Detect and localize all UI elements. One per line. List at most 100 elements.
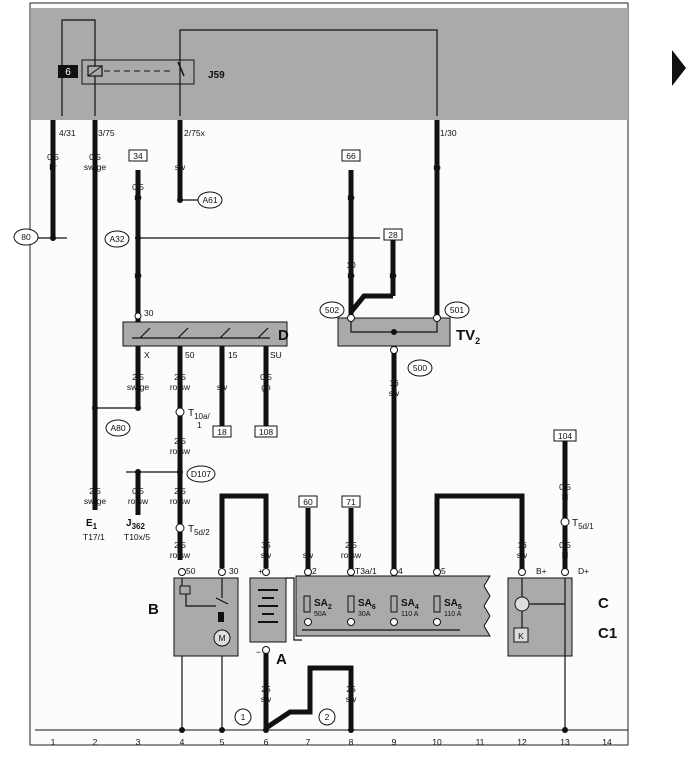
junction-x [135,405,141,411]
wsu-size: 0.5 [260,372,272,382]
node-a61: A61 [202,195,217,205]
conn-t5d2: T5d/2 [188,524,210,537]
relay-pin-1: 4/31 [59,128,76,138]
wtv500-color: sw [389,388,400,398]
switch-pin-50: 50 [185,350,195,360]
conn-e1: E1 [86,518,98,531]
ref-28-box [383,228,403,241]
track-number-13: 13 [560,737,570,747]
wb-color: sw [517,550,528,560]
w3-size: 6 [178,152,183,162]
switch-contact-4 [257,327,269,339]
wire-labels: 0.5 br 0.5 sw/ge 6 sw 6 ro 0.5 ro 6 ro 1… [47,152,571,704]
wg1-color: sw [261,694,272,704]
wt5d2-top-color: ro/sw [170,496,191,506]
w6b-size: 10 [346,260,356,270]
w4-color: ro [433,162,441,172]
junction-80 [50,235,56,241]
switch-contact-2 [177,327,189,339]
pin-b30 [218,568,226,576]
ref-18-box [212,425,232,438]
battery-label: A [276,651,287,668]
fuse-sa6-icon [347,595,355,613]
w1-color: br [49,162,57,172]
w15-size: 4 [220,372,225,382]
wg2-size: 25 [346,684,356,694]
node-501: 501 [450,305,464,315]
ground-point-6 [263,727,269,733]
pin-a-plus [262,568,270,576]
conn-e1-line2: T17/1 [83,532,105,542]
wire-battery-starter [219,493,269,568]
switch-d-label: D [278,327,289,344]
junction-a61 [177,197,183,203]
w50-color: ro/sw [170,382,191,392]
track-number-7: 7 [306,737,311,747]
conn-t10a-line2: 1 [197,420,202,430]
next-page-arrow-icon[interactable] [672,50,686,86]
fuse-sa2-label: SA2 [314,598,332,611]
wtv500-size: 16 [389,378,399,388]
node-502-ring [319,301,345,319]
ground-point-4 [179,727,185,733]
w15-color: sw [217,382,228,392]
junction-tv2 [391,329,397,335]
w28-color: ro [389,270,397,280]
wd-size: 0.5 [559,540,571,550]
fuse-sa4-rating: 110 A [401,611,419,618]
ref-71: 71 [346,497,356,507]
ref-18: 18 [217,427,227,437]
ref-60: 60 [303,497,313,507]
alternator-pin-dplus: D+ [578,566,589,576]
pin-t5d2 [175,523,185,533]
fuse-sa2: SA2 50A [303,595,332,618]
w6a-color: ro [347,192,355,202]
we1-color: sw/ge [84,496,106,506]
w4-size: 6 [435,152,440,162]
node-501-ring [444,301,470,319]
wg1-size: 25 [261,684,271,694]
ground-point-13 [562,727,568,733]
fuse-sa5-rating: 110 A [444,611,462,618]
fuse-pin-4: 4 [398,566,403,576]
starter-pin-30: 30 [229,566,239,576]
node-80-ring [13,228,39,246]
pin-b50 [178,568,186,576]
pin-circles [134,312,570,654]
w6b-color: ro [347,270,355,280]
alternator-label: C [598,595,609,612]
ground-point-5 [219,727,225,733]
wbat-size: 35 [261,540,271,550]
switch-pin-x: X [144,350,150,360]
track-number-10: 10 [432,737,442,747]
track-number-2: 2 [93,737,98,747]
fuse-sa6: SA6 30A [347,595,376,618]
relay-j59-box [81,59,195,85]
w71-color: ro/sw [341,550,362,560]
wg2-color: sw [346,694,357,704]
ground-node-2: 2 [325,712,330,722]
w104-size: 0.5 [559,482,571,492]
we1-size: 2.5 [89,486,101,496]
relay-pin-3: 2/75x [184,128,206,138]
w5b-color: ro [134,270,142,280]
wt5d2-size: 2.5 [174,540,186,550]
voltage-regulator-icon [513,627,529,643]
track-number-6: 6 [264,737,269,747]
pin-c-bplus [518,568,526,576]
relay-label: J59 [208,70,225,81]
relay-coil-diagonal [87,65,103,77]
conn-j362: J362 [126,518,145,531]
ignition-switch-d [122,321,288,347]
fuse-sa4: SA4 110 A [390,595,419,618]
track-number-11: 11 [476,737,485,747]
wd-color: bl [562,550,569,560]
w1-size: 0.5 [47,152,59,162]
pin-sa2-out [304,618,312,626]
pin-c-dplus [561,568,569,576]
pin-sa-t3a [347,568,355,576]
w104-color: bl [562,492,569,502]
node-500-ring [407,359,433,377]
junction-a32 [135,235,141,241]
w6a-size: 1 [349,182,354,192]
